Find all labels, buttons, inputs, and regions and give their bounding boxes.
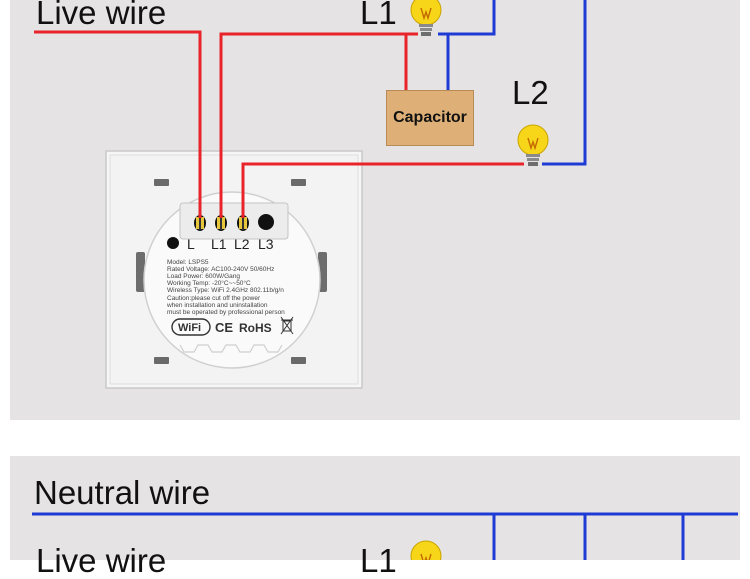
wall-switch: L L1 L2 L3 Model: LSPS5 Rated Voltage: A… [105,150,363,389]
wiring-diagram: L L1 L2 L3 Model: LSPS5 Rated Voltage: A… [32,0,738,560]
l2-wire-top [241,162,524,218]
diagram-panel-bottom [10,456,740,560]
terminal-label-l2: L2 [234,236,250,252]
capacitor-box: Capacitor [386,90,474,146]
l1-wire-top [219,32,418,218]
light-bulb-icon [517,124,549,166]
terminal-label-l3: L3 [258,236,274,252]
ce-mark: CE [215,320,233,335]
terminal-label-l1: L1 [211,236,227,252]
neutral-wire-top [438,0,587,166]
light-bulb-icon [410,0,442,36]
spec-voltage: Rated Voltage: AC100-240V 50/60Hz [167,266,274,273]
spec-temp: Working Temp: -20°C~~50°C [167,279,251,287]
terminal-l3-hole [258,214,274,230]
terminal-screw-l [194,215,206,231]
l1-label-bottom: L1 [360,542,397,579]
terminal-screw-l2 [237,215,249,231]
spec-load: Load Power: 600W/Gang [167,273,240,280]
weee-bin-icon [280,316,294,335]
light-bulb-icon [410,540,442,560]
terminal-label-l: L [187,236,195,252]
terminal-screw-l1 [215,215,227,231]
capacitor-label: Capacitor [393,109,467,126]
live-wire-label: Live wire [36,0,167,31]
neutral-wire-bottom [32,512,738,560]
neutral-wire-label: Neutral wire [34,474,211,511]
svg-text:WiFi: WiFi [178,322,201,334]
spec-caution-2: when installation and uninstallation [166,302,268,309]
rohs-mark: RoHS [239,321,272,335]
live-wire-label-bottom: Live wire [36,542,167,579]
l2-label: L2 [512,74,549,111]
wifi-logo: WiFi [171,318,211,336]
live-wire-top [34,30,202,218]
spec-caution-3: must be operated by professional person [167,309,285,316]
l1-label: L1 [360,0,397,31]
spec-model: Model: LSPS5 [167,259,209,266]
spec-wireless: Wireless Type: WiFi 2.4GHz 802.11b/g/n [167,287,284,294]
spec-caution-1: Caution:please cut off the power [167,295,261,302]
